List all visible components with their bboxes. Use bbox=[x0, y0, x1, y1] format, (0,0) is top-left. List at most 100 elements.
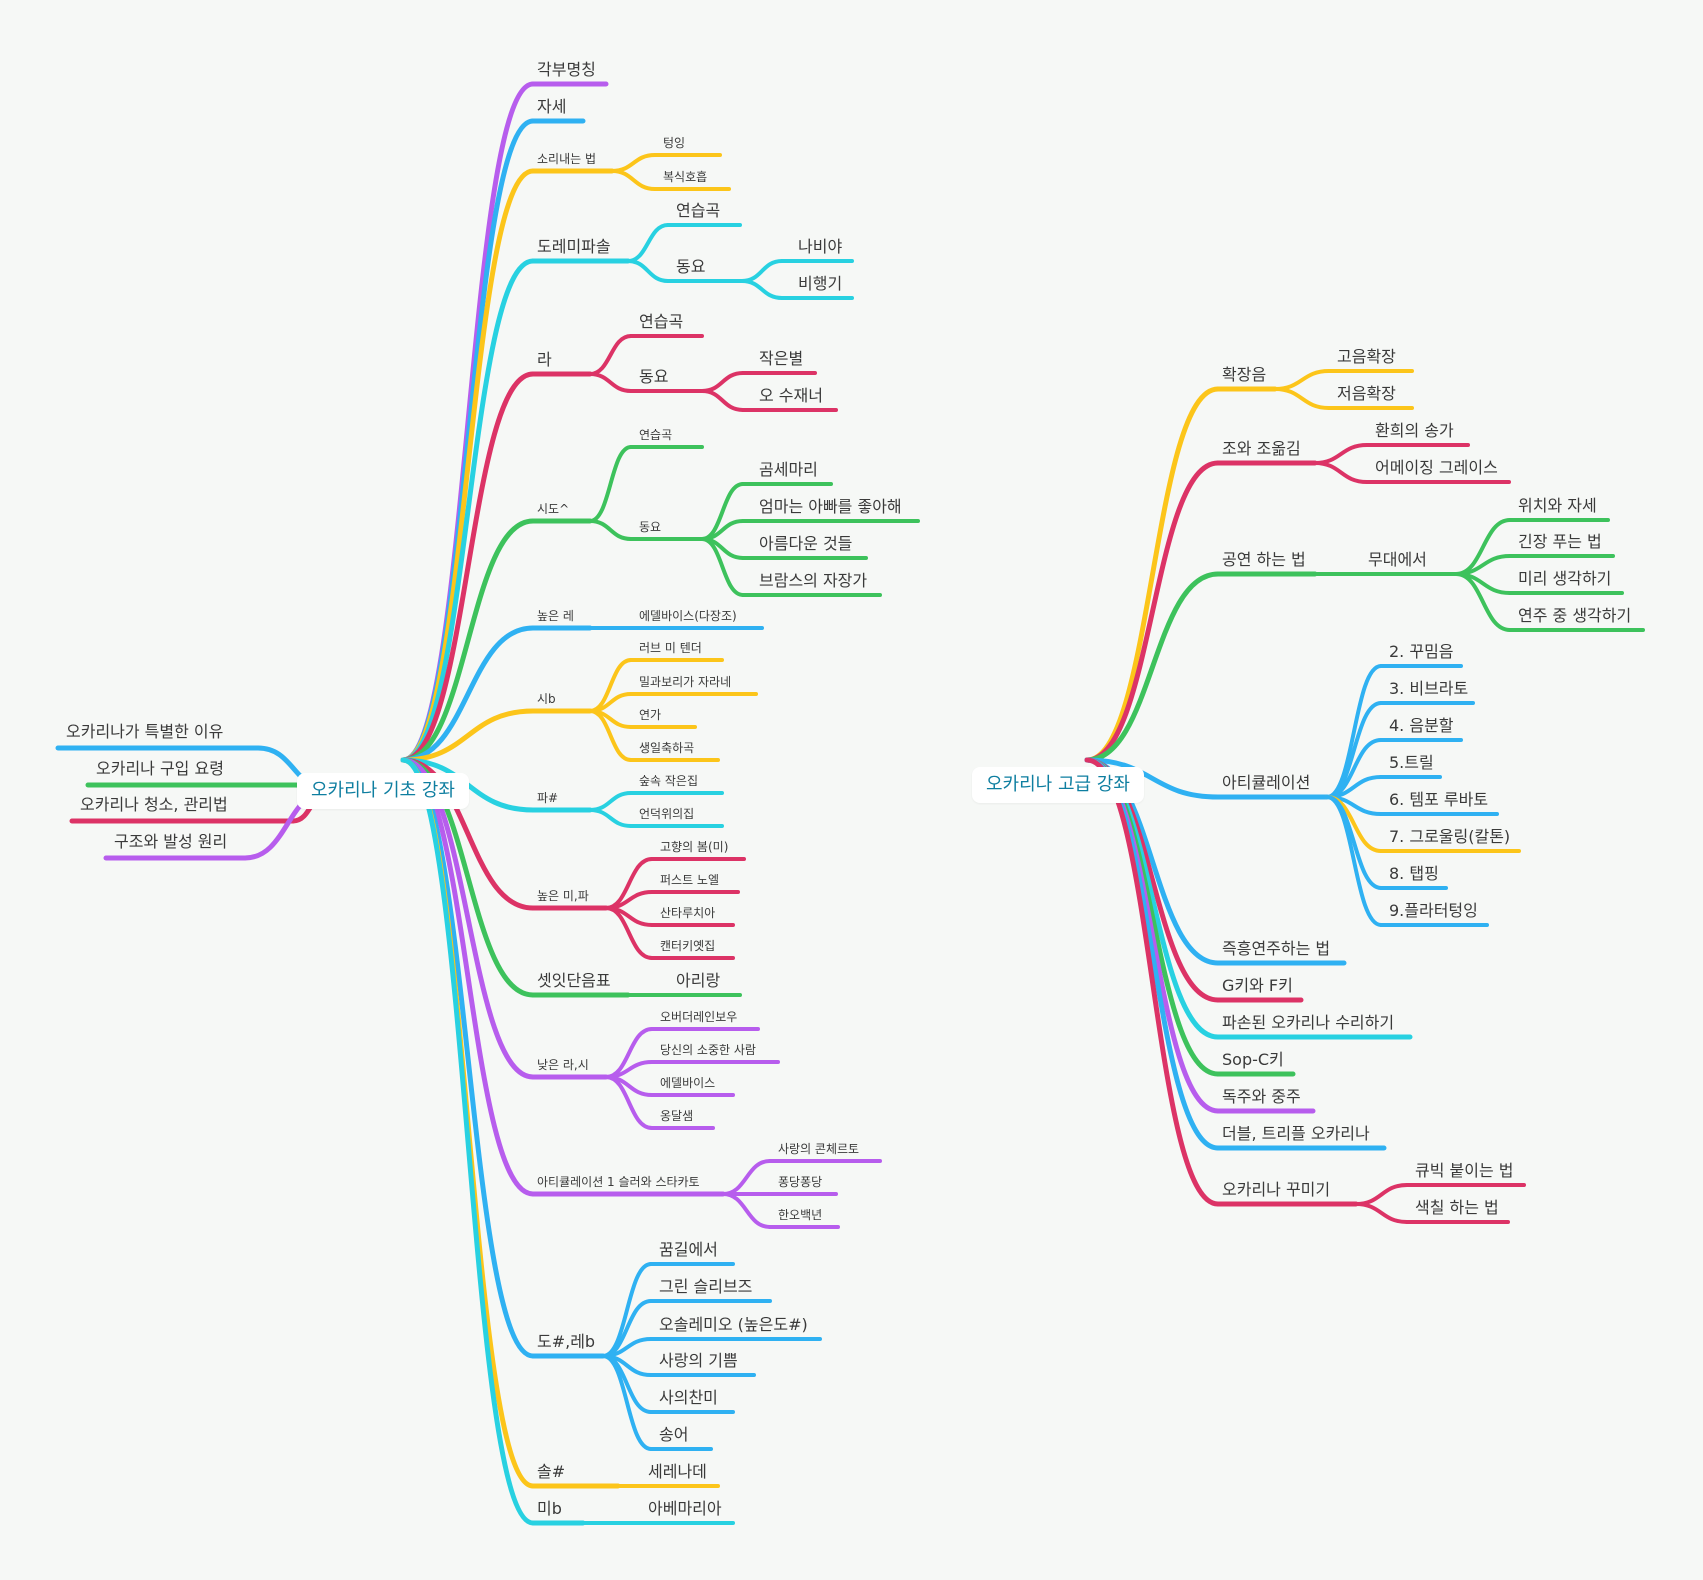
subtopic[interactable]: 에델바이스 bbox=[660, 1076, 716, 1090]
subtopic[interactable]: 아리랑 bbox=[676, 971, 721, 990]
subtopic[interactable]: 송어 bbox=[659, 1425, 689, 1444]
subtopic[interactable]: 연습곡 bbox=[639, 428, 673, 442]
subtopic[interactable]: 당신의 소중한 사람 bbox=[660, 1043, 756, 1057]
topic-6[interactable]: 높은 레 bbox=[537, 609, 574, 623]
adv-leaf[interactable]: 긴장 푸는 법 bbox=[1518, 532, 1602, 551]
topic-14[interactable]: 솔# bbox=[537, 1462, 566, 1481]
subtopic[interactable]: 그린 슬리브즈 bbox=[659, 1277, 753, 1296]
left-topic[interactable]: 오카리나가 특별한 이유 bbox=[66, 722, 224, 741]
subtopic[interactable]: 사랑의 기쁨 bbox=[659, 1351, 738, 1370]
leaf-topic[interactable]: 아름다운 것들 bbox=[759, 534, 853, 553]
topic-3[interactable]: 도레미파솔 bbox=[537, 237, 611, 256]
adv-subtopic[interactable]: 7. 그로울링(칼톤) bbox=[1389, 827, 1511, 846]
leaf-topic[interactable]: 나비야 bbox=[798, 237, 843, 256]
branch-curve bbox=[1354, 1183, 1409, 1206]
adv-topic-6[interactable]: 파손된 오카리나 수리하기 bbox=[1222, 1013, 1395, 1032]
topic-8[interactable]: 파# bbox=[537, 791, 559, 805]
leaf-topic[interactable]: 오 수재너 bbox=[759, 386, 823, 405]
topic-7[interactable]: 시b bbox=[537, 692, 556, 706]
subtopic[interactable]: 한오백년 bbox=[778, 1208, 823, 1222]
subtopic[interactable]: 오솔레미오 (높은도#) bbox=[659, 1315, 808, 1334]
adv-subtopic[interactable]: 6. 템포 루바토 bbox=[1389, 790, 1489, 809]
adv-subtopic[interactable]: 색칠 하는 법 bbox=[1415, 1198, 1499, 1217]
subtopic[interactable]: 퐁당퐁당 bbox=[778, 1175, 823, 1189]
subtopic[interactable]: 에델바이스(다장조) bbox=[639, 609, 737, 623]
leaf-topic[interactable]: 엄마는 아빠를 좋아해 bbox=[759, 497, 902, 516]
subtopic[interactable]: 사의찬미 bbox=[659, 1388, 718, 1407]
adv-topic-4[interactable]: 즉흥연주하는 법 bbox=[1222, 939, 1331, 958]
branch-curve bbox=[626, 259, 670, 283]
subtopic[interactable]: 연가 bbox=[639, 708, 662, 722]
topic-15[interactable]: 미b bbox=[537, 1499, 562, 1518]
adv-subtopic[interactable]: 고음확장 bbox=[1337, 347, 1396, 366]
adv-topic-3[interactable]: 아티큘레이션 bbox=[1222, 773, 1311, 792]
adv-topic-10[interactable]: 오카리나 꾸미기 bbox=[1222, 1180, 1331, 1199]
topic-10[interactable]: 셋잇단음표 bbox=[537, 971, 611, 990]
subtopic[interactable]: 연습곡 bbox=[639, 312, 684, 331]
subtopic[interactable]: 연습곡 bbox=[676, 201, 721, 220]
adv-topic-9[interactable]: 더블, 트리플 오카리나 bbox=[1222, 1124, 1370, 1143]
adv-subtopic[interactable]: 8. 탭핑 bbox=[1389, 864, 1439, 883]
adv-leaf[interactable]: 미리 생각하기 bbox=[1518, 569, 1612, 588]
topic-12[interactable]: 아티큘레이션 1 슬러와 스타카토 bbox=[537, 1175, 700, 1189]
adv-topic-1[interactable]: 조와 조옮김 bbox=[1222, 439, 1301, 458]
subtopic[interactable]: 생일축하곡 bbox=[639, 741, 695, 755]
root-node-basic[interactable]: 오카리나 기초 강좌 bbox=[297, 773, 469, 809]
adv-topic-5[interactable]: G키와 F키 bbox=[1222, 976, 1293, 995]
adv-topic-8[interactable]: 독주와 중주 bbox=[1222, 1087, 1301, 1106]
branch-curve bbox=[700, 371, 745, 393]
topic-13[interactable]: 도#,레b bbox=[537, 1332, 596, 1351]
adv-subtopic[interactable]: 3. 비브라토 bbox=[1389, 679, 1469, 698]
subtopic[interactable]: 동요 bbox=[639, 367, 669, 386]
subtopic[interactable]: 고향의 봄(미) bbox=[660, 840, 729, 854]
leaf-topic[interactable]: 브람스의 자장가 bbox=[759, 571, 868, 590]
adv-subtopic[interactable]: 환희의 송가 bbox=[1375, 421, 1454, 440]
branch-curve bbox=[400, 118, 536, 763]
adv-subtopic[interactable]: 저음확장 bbox=[1337, 384, 1396, 403]
adv-leaf[interactable]: 위치와 자세 bbox=[1518, 496, 1597, 515]
adv-topic-0[interactable]: 확장음 bbox=[1222, 365, 1267, 384]
subtopic[interactable]: 꿈길에서 bbox=[659, 1240, 718, 1259]
leaf-topic[interactable]: 작은별 bbox=[759, 349, 804, 368]
subtopic[interactable]: 숲속 작은집 bbox=[639, 774, 699, 788]
branch-curve bbox=[400, 757, 536, 1359]
adv-leaf[interactable]: 연주 중 생각하기 bbox=[1518, 606, 1632, 625]
adv-subtopic[interactable]: 무대에서 bbox=[1368, 550, 1427, 569]
subtopic[interactable]: 캔터키옛집 bbox=[660, 939, 716, 953]
subtopic[interactable]: 오버더레인보우 bbox=[660, 1010, 738, 1024]
subtopic[interactable]: 산타루치아 bbox=[660, 906, 716, 920]
subtopic[interactable]: 사랑의 콘체르토 bbox=[778, 1142, 860, 1156]
left-topic[interactable]: 구조와 발성 원리 bbox=[114, 832, 228, 851]
subtopic[interactable]: 퍼스트 노엘 bbox=[660, 873, 720, 887]
left-topic[interactable]: 오카리나 구입 요령 bbox=[96, 759, 224, 778]
topic-5[interactable]: 시도^ bbox=[537, 502, 570, 516]
subtopic[interactable]: 세레나데 bbox=[648, 1462, 707, 1481]
subtopic[interactable]: 러브 미 텐더 bbox=[639, 641, 702, 655]
subtopic[interactable]: 아베마리아 bbox=[648, 1499, 722, 1518]
adv-topic-7[interactable]: Sop-C키 bbox=[1222, 1050, 1284, 1069]
subtopic[interactable]: 밀과보리가 자라네 bbox=[639, 675, 732, 689]
topic-2[interactable]: 소리내는 법 bbox=[537, 152, 597, 166]
topic-4[interactable]: 라 bbox=[537, 350, 552, 369]
subtopic[interactable]: 동요 bbox=[639, 520, 662, 534]
leaf-topic[interactable]: 곰세마리 bbox=[759, 460, 818, 479]
topic-0[interactable]: 각부명칭 bbox=[537, 60, 596, 79]
adv-subtopic[interactable]: 큐빅 붙이는 법 bbox=[1415, 1161, 1514, 1180]
root-node-advanced[interactable]: 오카리나 고급 강좌 bbox=[972, 767, 1144, 803]
leaf-topic[interactable]: 비행기 bbox=[798, 274, 843, 293]
adv-subtopic[interactable]: 2. 꾸밈음 bbox=[1389, 642, 1454, 661]
adv-subtopic[interactable]: 4. 음분할 bbox=[1389, 716, 1454, 735]
subtopic[interactable]: 텅잉 bbox=[663, 136, 686, 150]
subtopic[interactable]: 옹달샘 bbox=[660, 1109, 694, 1123]
adv-subtopic[interactable]: 9.플라터텅잉 bbox=[1389, 901, 1478, 920]
topic-11[interactable]: 낮은 라,시 bbox=[537, 1058, 589, 1072]
adv-subtopic[interactable]: 5.트릴 bbox=[1389, 753, 1434, 772]
subtopic[interactable]: 복식호흡 bbox=[663, 170, 708, 184]
subtopic[interactable]: 동요 bbox=[676, 257, 706, 276]
left-topic[interactable]: 오카리나 청소, 관리법 bbox=[80, 795, 228, 814]
topic-1[interactable]: 자세 bbox=[537, 97, 567, 116]
adv-subtopic[interactable]: 어메이징 그레이스 bbox=[1375, 458, 1498, 477]
topic-9[interactable]: 높은 미,파 bbox=[537, 889, 589, 903]
subtopic[interactable]: 언덕위의집 bbox=[639, 807, 695, 821]
adv-topic-2[interactable]: 공연 하는 법 bbox=[1222, 550, 1306, 569]
